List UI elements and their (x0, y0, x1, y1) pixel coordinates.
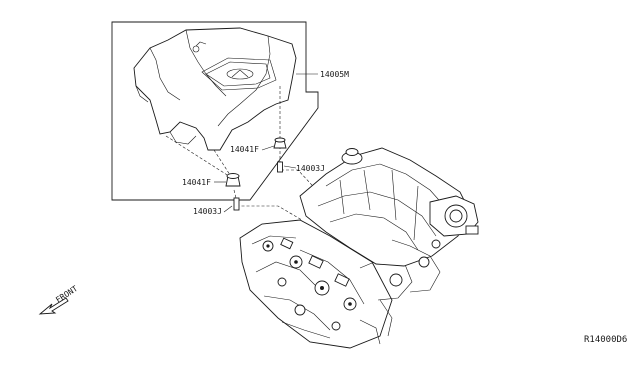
engine-assembly (239, 147, 479, 349)
leader-line (261, 145, 275, 151)
infiniti-logo-icon (226, 68, 254, 80)
leader-line (223, 205, 233, 213)
guide-line (279, 146, 323, 197)
stud-upper (277, 161, 283, 173)
stud-lower (233, 197, 240, 211)
grommet-upper (273, 137, 287, 149)
label-14005M: 14005M (320, 70, 349, 79)
label-14041F-upper: 14041F (230, 145, 259, 154)
leader-line (283, 165, 297, 169)
guide-line (165, 135, 233, 179)
label-14003J-upper: 14003J (296, 164, 325, 173)
front-arrow-icon (38, 297, 69, 315)
engine-cover (133, 27, 297, 151)
label-14003J-lower: 14003J (193, 207, 222, 216)
inset-frame (111, 21, 319, 201)
diagram-code: R14000D6 (584, 335, 627, 345)
guide-line (213, 149, 233, 179)
label-14041F-lower: 14041F (182, 178, 211, 187)
oil-cap-icon (192, 41, 207, 53)
guide-line (233, 189, 303, 221)
grommet-lower (225, 173, 241, 187)
